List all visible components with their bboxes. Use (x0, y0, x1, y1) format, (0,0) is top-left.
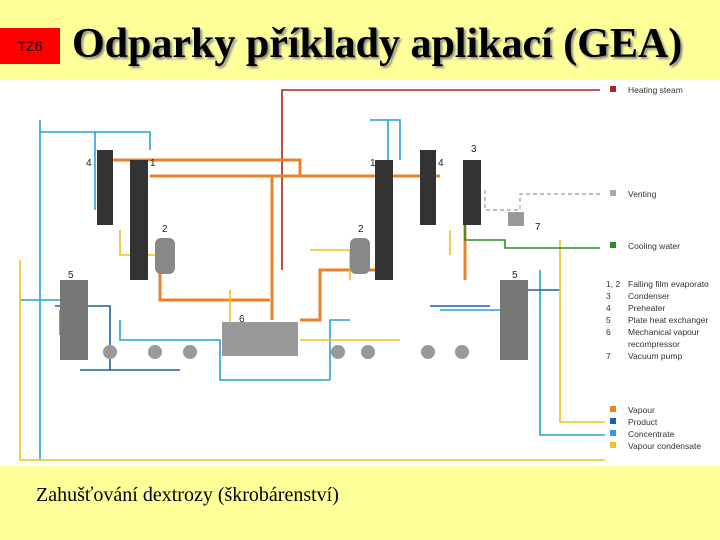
component-num-7: 7 (606, 351, 611, 361)
label-3: 3 (471, 144, 477, 155)
component-list: 1, 2 Falling film evaporato 3 Condenser … (606, 279, 709, 361)
component-text-7: Vacuum pump (628, 351, 682, 361)
legend-swatch-condensate (610, 442, 616, 448)
legend-swatch-product (610, 418, 616, 424)
component-text-6b: recompressor (628, 339, 680, 349)
label-1-right: 1 (370, 158, 376, 169)
label-5-left: 5 (68, 270, 74, 281)
component-text-3: Condenser (628, 291, 670, 301)
legend-vapour: Vapour (628, 405, 655, 415)
slide-caption: Zahušťování dextrozy (škrobárenství) (36, 484, 339, 506)
component-text-5: Plate heat exchanger (628, 315, 709, 325)
slide-title: Odparky příklady aplikací (GEA) (72, 21, 683, 67)
legend-product: Product (628, 417, 658, 427)
component-text-4: Preheater (628, 303, 665, 313)
product-lines (55, 289, 560, 371)
label-1-left: 1 (150, 158, 156, 169)
process-flow-diagram: 4 1 2 5 6 1 4 2 3 5 7 Heating steam Vent… (19, 85, 709, 461)
label-4-left: 4 (86, 158, 92, 169)
legend-swatch-cooling-water (610, 242, 616, 248)
cooling-water-line (464, 220, 600, 249)
venting-line (484, 190, 600, 211)
legend-swatch-concentrate (610, 430, 616, 436)
label-7: 7 (535, 222, 541, 233)
label-4-right: 4 (438, 158, 444, 169)
component-num-5: 5 (606, 315, 611, 325)
component-num-4: 4 (606, 303, 611, 313)
evaporator-right (375, 160, 393, 280)
component-num-3: 3 (606, 291, 611, 301)
legend-venting: Venting (628, 189, 657, 199)
label-5-right: 5 (512, 270, 518, 281)
component-num-1-2: 1, 2 (606, 279, 620, 289)
component-text-1-2: Falling film evaporato (628, 279, 709, 289)
legend-swatch-heating-steam (610, 86, 616, 92)
legend-swatch-venting (610, 190, 616, 196)
legend-concentrate: Concentrate (628, 429, 675, 439)
legend-bottom: Vapour Product Concentrate Vapour conden… (610, 405, 701, 451)
label-6: 6 (239, 314, 245, 325)
condenser (463, 160, 481, 225)
pump-group (103, 345, 469, 359)
separator-left (155, 238, 175, 274)
legend-condensate: Vapour condensate (628, 441, 701, 451)
label-2-left: 2 (162, 224, 168, 235)
legend-top: Heating steam Venting Cooling water (610, 85, 683, 251)
legend-heating-steam: Heating steam (628, 85, 683, 95)
component-text-6: Mechanical vapour (628, 327, 700, 337)
slide-number-badge: TZ6 (0, 28, 60, 64)
evaporator-left (130, 160, 148, 280)
plate-heat-exchanger-right (500, 280, 528, 360)
component-num-6: 6 (606, 327, 611, 337)
preheater-left (97, 150, 113, 225)
heating-steam-line (281, 89, 600, 270)
legend-swatch-vapour (610, 406, 616, 412)
label-2-right: 2 (358, 224, 364, 235)
concentrate-lines (20, 119, 605, 460)
legend-cooling-water: Cooling water (628, 241, 680, 251)
plate-heat-exchanger-left (60, 280, 88, 360)
vacuum-pump (508, 212, 524, 226)
separator-right (350, 238, 370, 274)
mvr-compressor (222, 322, 298, 356)
preheater-right (420, 150, 436, 225)
